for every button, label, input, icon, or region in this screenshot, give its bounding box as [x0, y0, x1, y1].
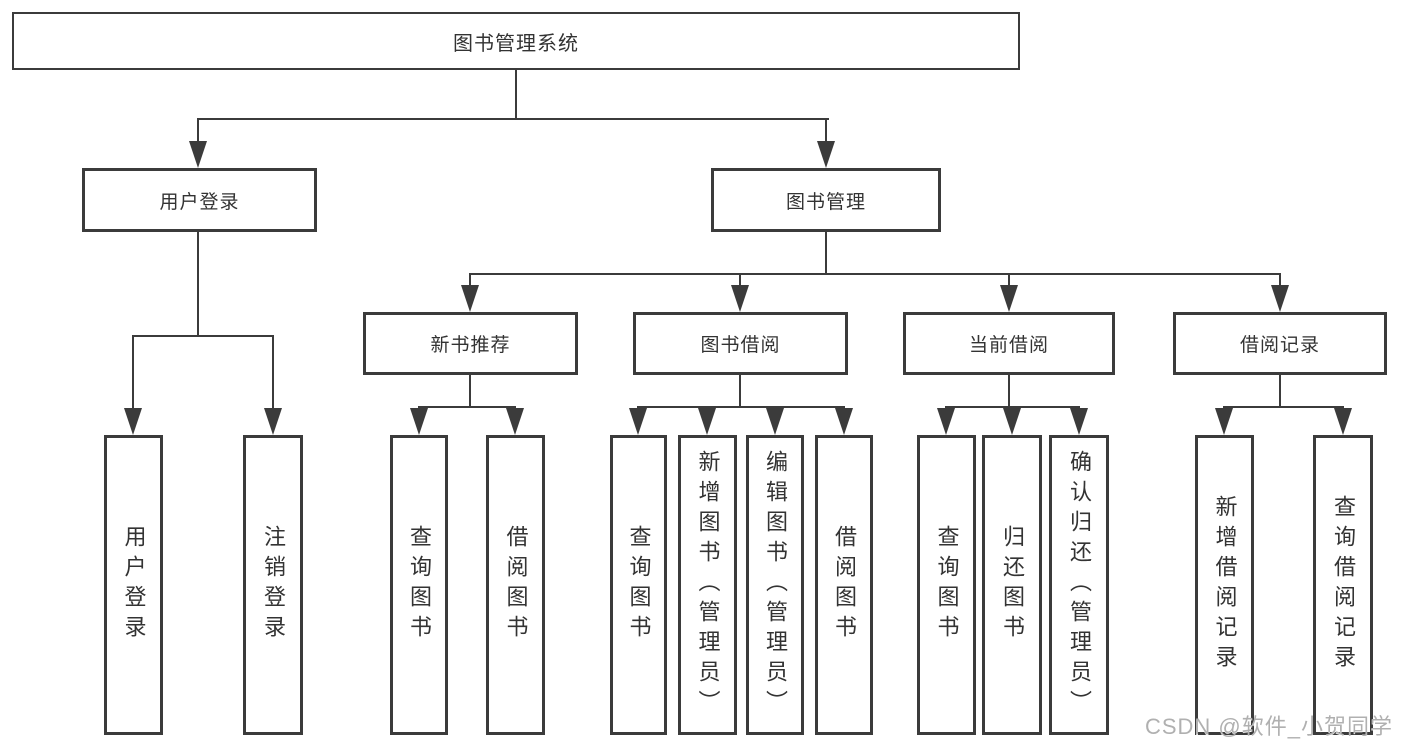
leaf-borrow-books: 借阅图书 [815, 435, 873, 735]
node-current-borrowing: 当前借阅 [903, 312, 1115, 375]
arrow-down-icon [461, 285, 479, 312]
connector-line [418, 406, 516, 408]
arrow-down-icon [1000, 285, 1018, 312]
connector-line [469, 273, 1281, 275]
arrow-down-icon [1070, 408, 1088, 435]
leaf-edit-book-admin: 编辑图书（管理员） [746, 435, 804, 735]
connector-line [739, 373, 741, 407]
node-book-borrowing: 图书借阅 [633, 312, 848, 375]
connector-line [197, 118, 199, 146]
leaf-edit-book-admin-label: 编辑图书（管理员） [763, 450, 788, 720]
arrow-down-icon [835, 408, 853, 435]
arrow-down-icon [937, 408, 955, 435]
leaf-confirm-return-admin-label: 确认归还（管理员） [1067, 450, 1092, 720]
node-user-login-label: 用户登录 [159, 191, 240, 213]
arrow-down-icon [189, 141, 207, 168]
node-new-book-recommend: 新书推荐 [363, 312, 578, 375]
leaf-return-books: 归还图书 [982, 435, 1042, 735]
connector-line [637, 406, 845, 408]
leaf-confirm-return-admin: 确认归还（管理员） [1049, 435, 1109, 735]
leaf-add-book-admin: 新增图书（管理员） [678, 435, 737, 735]
leaf-logout: 注销登录 [243, 435, 303, 735]
leaf-query-books-current: 查询图书 [917, 435, 976, 735]
arrow-down-icon [1271, 285, 1289, 312]
arrow-down-icon [817, 141, 835, 168]
leaf-query-books-borrowing: 查询图书 [610, 435, 667, 735]
connector-line [1223, 406, 1344, 408]
node-book-borrowing-label: 图书借阅 [700, 335, 781, 356]
leaf-query-borrow-record-label: 查询借阅记录 [1331, 495, 1356, 675]
connector-line [132, 335, 134, 412]
leaf-query-books-current-label: 查询图书 [934, 525, 960, 645]
leaf-borrow-books-recommend-label: 借阅图书 [503, 525, 529, 645]
arrow-down-icon [1003, 408, 1021, 435]
leaf-user-login-label: 用户登录 [121, 525, 147, 645]
connector-line [272, 335, 274, 412]
node-user-login: 用户登录 [82, 168, 317, 232]
node-borrow-records: 借阅记录 [1173, 312, 1387, 375]
arrow-down-icon [731, 285, 749, 312]
leaf-query-books-recommend: 查询图书 [390, 435, 448, 735]
node-book-management: 图书管理 [711, 168, 941, 232]
leaf-add-borrow-record: 新增借阅记录 [1195, 435, 1254, 735]
leaf-borrow-books-recommend: 借阅图书 [486, 435, 545, 735]
node-current-borrowing-label: 当前借阅 [968, 335, 1049, 356]
connector-line [1008, 273, 1010, 289]
arrow-down-icon [1215, 408, 1233, 435]
connector-line [469, 273, 471, 289]
leaf-return-books-label: 归还图书 [1000, 525, 1025, 645]
leaf-query-books-borrowing-label: 查询图书 [626, 525, 652, 645]
connector-line [739, 273, 741, 289]
arrow-down-icon [264, 408, 282, 435]
connector-line [469, 373, 471, 407]
arrow-down-icon [766, 408, 784, 435]
arrow-down-icon [698, 408, 716, 435]
leaf-query-borrow-record: 查询借阅记录 [1313, 435, 1373, 735]
node-library-system-label: 图书管理系统 [453, 32, 579, 55]
node-new-book-recommend-label: 新书推荐 [430, 335, 511, 356]
connector-line [825, 230, 827, 274]
connector-line [515, 70, 517, 119]
leaf-add-borrow-record-label: 新增借阅记录 [1212, 495, 1238, 675]
connector-line [1008, 373, 1010, 407]
arrow-down-icon [410, 408, 428, 435]
arrow-down-icon [506, 408, 524, 435]
connector-line [825, 118, 827, 146]
node-book-management-label: 图书管理 [785, 191, 866, 213]
arrow-down-icon [629, 408, 647, 435]
leaf-add-book-admin-label: 新增图书（管理员） [695, 450, 721, 720]
connector-line [132, 335, 274, 337]
leaf-user-login: 用户登录 [104, 435, 163, 735]
node-borrow-records-label: 借阅记录 [1239, 335, 1320, 356]
connector-line [1279, 373, 1281, 407]
leaf-logout-label: 注销登录 [261, 525, 286, 645]
watermark: CSDN @软件_小贺同学 [1144, 714, 1393, 739]
connector-line [197, 118, 829, 120]
connector-line [197, 230, 199, 336]
arrow-down-icon [1334, 408, 1352, 435]
leaf-borrow-books-label: 借阅图书 [832, 525, 857, 645]
leaf-query-books-recommend-label: 查询图书 [407, 525, 432, 645]
arrow-down-icon [124, 408, 142, 435]
node-library-system: 图书管理系统 [12, 12, 1020, 70]
connector-line [1279, 273, 1281, 289]
